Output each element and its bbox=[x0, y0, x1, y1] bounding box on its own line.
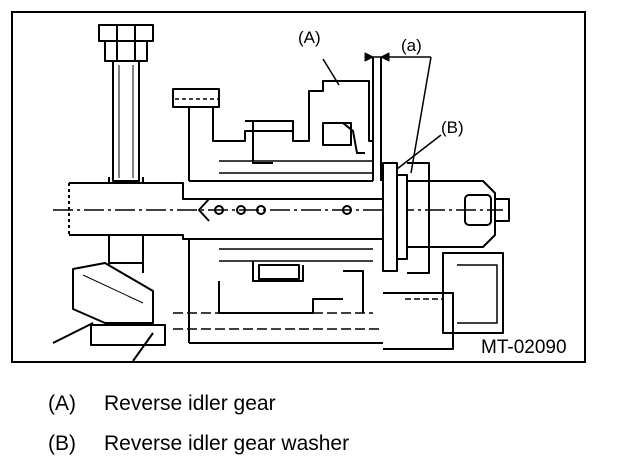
dimension-a bbox=[364, 52, 432, 174]
reverse-idler-gear-top bbox=[172, 80, 374, 182]
callout-A: (A) bbox=[298, 28, 321, 47]
housing-right bbox=[372, 57, 504, 350]
reverse-idler-shaft bbox=[68, 182, 394, 240]
callout-B: (B) bbox=[441, 118, 464, 137]
legend-text: Reverse idler gear bbox=[104, 392, 276, 415]
callout-a: (a) bbox=[401, 36, 422, 55]
reverse-idler-gear-washer bbox=[382, 162, 408, 272]
leader-A bbox=[322, 58, 340, 86]
leader-B bbox=[396, 134, 442, 170]
housing-bottom-left bbox=[52, 262, 166, 361]
legend: (A) Reverse idler gear (B) Reverse idler g… bbox=[48, 384, 349, 464]
figure-code: MT-02090 bbox=[481, 337, 567, 358]
legend-key: (B) bbox=[48, 432, 76, 455]
legend-item: (B) Reverse idler gear washer bbox=[48, 424, 349, 464]
legend-key: (A) bbox=[48, 392, 76, 415]
right-shaft bbox=[405, 180, 510, 248]
diagram-frame: (A) (a) (B) MT-02090 bbox=[11, 11, 586, 363]
bolt bbox=[98, 24, 154, 182]
legend-item: (A) Reverse idler gear bbox=[48, 384, 349, 424]
reverse-idler-gear-bottom bbox=[173, 239, 383, 344]
legend-text: Reverse idler gear washer bbox=[104, 432, 350, 455]
transmission-cross-section: (A) (a) (B) MT-02090 bbox=[52, 24, 567, 361]
